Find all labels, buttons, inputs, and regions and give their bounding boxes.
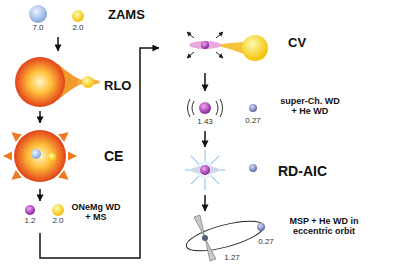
secondary-star	[48, 153, 56, 161]
white-dwarf	[25, 205, 35, 215]
giant-star	[15, 57, 65, 107]
common-envelope	[14, 130, 66, 182]
ejection-arrow	[61, 133, 67, 138]
pulsar	[202, 235, 208, 241]
mass-label: 1.2	[24, 217, 35, 225]
outflow-arrow	[216, 32, 223, 38]
evolution-arrow	[204, 73, 206, 91]
mass-label: 2.0	[72, 24, 83, 32]
helium-white-dwarf	[257, 223, 265, 231]
mass-label: 0.27	[245, 117, 261, 125]
outflow-arrow	[216, 52, 223, 58]
collapse-burst	[185, 150, 225, 190]
stage-label: MSP + He WD in eccentric orbit	[282, 216, 366, 237]
vibration-arc	[188, 99, 191, 117]
evolution-arrow	[40, 48, 159, 258]
stage-group: CV	[160, 26, 320, 72]
stage-group: MSP + He WD in eccentric orbit	[170, 212, 390, 266]
white-dwarf	[201, 41, 209, 49]
mass-label: 1.43	[197, 118, 213, 126]
white-dwarf	[199, 102, 211, 114]
secondary-star	[72, 10, 84, 22]
evolution-arrow	[39, 189, 41, 201]
ejection-arrow	[68, 155, 76, 157]
vibration-arc	[192, 101, 194, 115]
evolution-arrow	[57, 37, 59, 51]
accretion-disk	[191, 166, 219, 174]
stage-label: RD-AIC	[278, 163, 327, 179]
donor-star	[242, 35, 268, 61]
stage-group: ONeMg WD + MS	[18, 202, 138, 232]
stage-label: CE	[104, 148, 123, 164]
stage-group: CE	[4, 124, 148, 188]
eccentric-orbit	[184, 215, 267, 257]
stage-label: super-Ch. WD + He WD	[278, 96, 342, 117]
mass-label: 1.27	[224, 254, 240, 262]
ejection-arrow	[12, 174, 18, 179]
evolution-arrow	[39, 111, 41, 123]
stage-label: RLO	[104, 79, 131, 94]
helium-white-dwarf	[249, 104, 257, 112]
stage-label: ZAMS	[108, 8, 145, 23]
ejection-arrow	[12, 133, 18, 138]
stage-label: CV	[288, 36, 306, 51]
stage-label: ONeMg WD + MS	[68, 202, 124, 223]
ejection-arrows	[4, 133, 76, 179]
vibration-arc	[220, 99, 223, 117]
evolution-arrow	[204, 195, 206, 211]
evolution-arrow	[204, 131, 206, 147]
outflow-arrows	[187, 32, 223, 58]
core	[31, 149, 41, 159]
stage-group: RLO	[8, 52, 148, 110]
outflow-arrow	[187, 32, 194, 38]
mass-label: 2.0	[52, 217, 63, 225]
stage-group: RD-AIC	[170, 148, 330, 194]
ejection-arrow	[4, 155, 12, 157]
outflow-arrow	[187, 52, 194, 58]
pulsar-beam	[194, 215, 205, 238]
pulsar-beam	[205, 238, 216, 261]
main-sequence-star	[52, 204, 64, 216]
mass-label: 7.0	[32, 24, 43, 32]
vibration-arcs	[188, 99, 223, 117]
accretion-disk	[189, 41, 221, 49]
helium-white-dwarf	[249, 164, 257, 172]
ejection-arrow	[61, 174, 67, 179]
vibration-arc	[216, 101, 218, 115]
secondary-star	[82, 76, 94, 88]
mass-label: 0.27	[258, 238, 274, 246]
white-dwarf	[200, 165, 210, 175]
primary-star	[29, 5, 47, 23]
